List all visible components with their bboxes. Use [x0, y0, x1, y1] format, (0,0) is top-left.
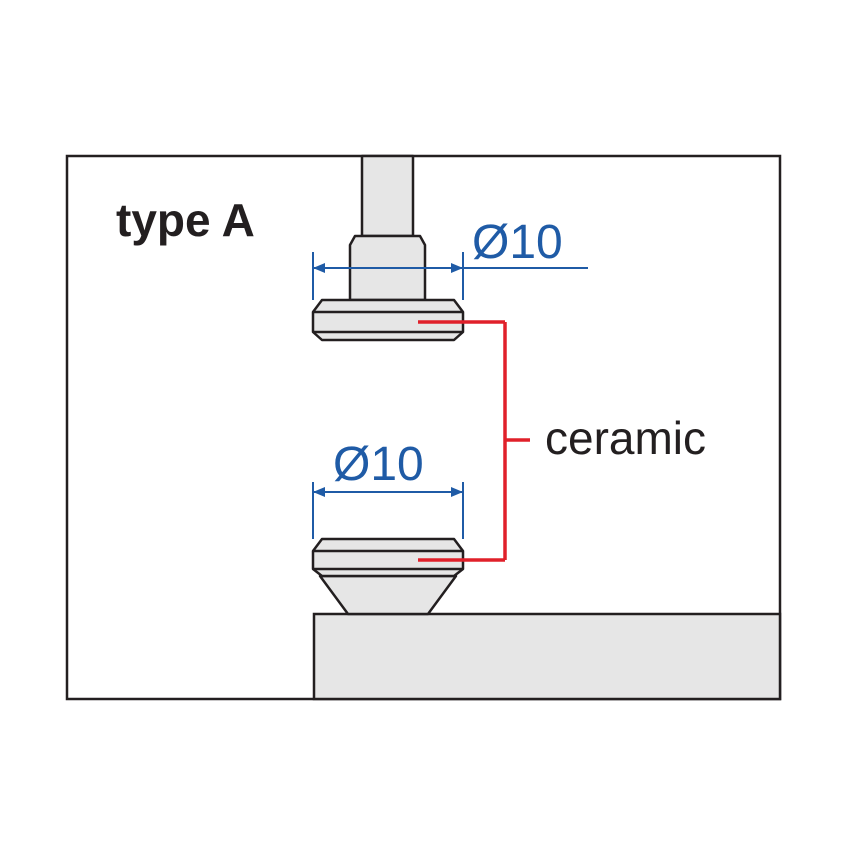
ceramic-callout: [418, 320, 530, 562]
lower-tip-disc: [311, 537, 465, 578]
base-block: [312, 612, 782, 701]
upper-dimension-label: Ø10: [472, 216, 563, 269]
lower-ceramic-tip: [311, 537, 465, 616]
lower-dimension-label: Ø10: [333, 438, 424, 491]
ceramic-label: ceramic: [545, 412, 706, 464]
spindle-shaft: [360, 154, 415, 238]
lower-dimension: [312, 482, 464, 539]
upper-spindle: [311, 154, 465, 342]
diagram-title: type A: [116, 194, 255, 246]
upper-dimension: [312, 252, 588, 300]
upper-ceramic-tip: [311, 298, 465, 342]
